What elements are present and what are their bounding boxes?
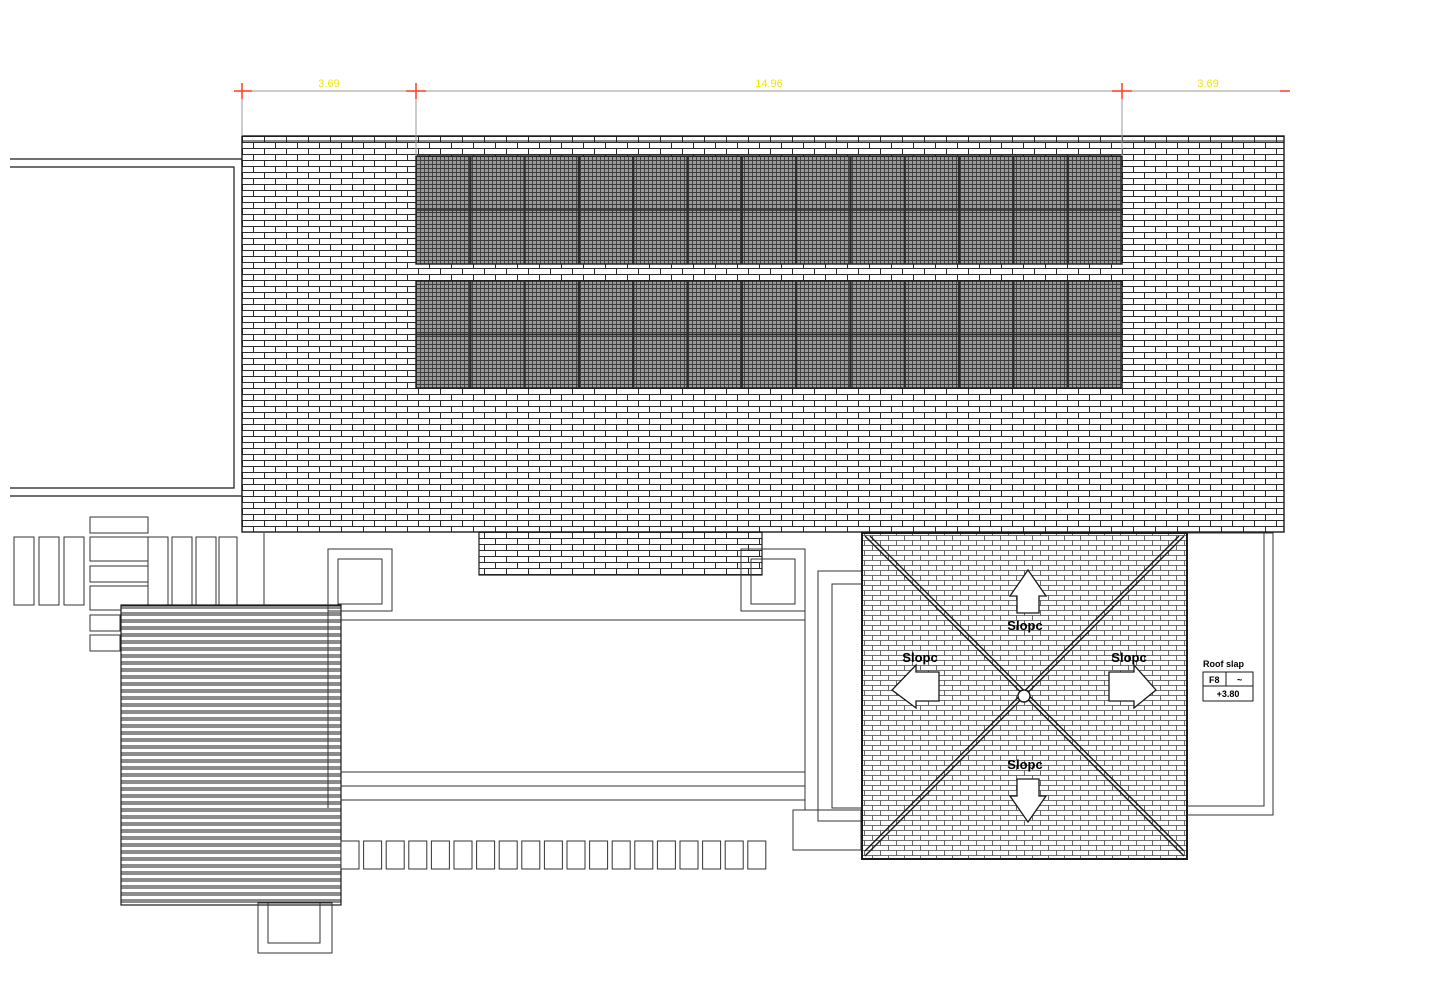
paving-block xyxy=(702,840,722,870)
slope-arrow-up-icon xyxy=(1008,568,1048,614)
paving-block xyxy=(476,840,496,870)
paving-block xyxy=(543,840,563,870)
staircase xyxy=(120,604,342,906)
dimension-label-middle: 14.96 xyxy=(755,78,783,90)
paving-block xyxy=(430,840,450,870)
paving-block xyxy=(747,840,767,870)
left-building xyxy=(10,158,243,497)
paving-block xyxy=(521,840,541,870)
paving-block xyxy=(408,840,428,870)
dimension-label-right: 3.69 xyxy=(1197,78,1218,90)
paving-block xyxy=(498,840,518,870)
paving-block xyxy=(340,840,360,870)
dimension-marker-mid-left xyxy=(406,83,426,99)
paving-block xyxy=(724,840,744,870)
dimension-markers xyxy=(234,83,1290,99)
slope-label-right: Slopc xyxy=(1111,650,1146,665)
dimension-marker-mid-right xyxy=(1112,83,1132,99)
paving-blocks-left xyxy=(13,516,238,652)
slope-label-top: Slopc xyxy=(1007,618,1042,633)
roof-tag-elevation: +3.80 xyxy=(1217,689,1240,699)
slope-arrow-left-icon xyxy=(891,663,940,710)
roof-tag-mark: ~ xyxy=(1237,675,1242,685)
hip-roof: Slopc Slopc Slopc Slopc xyxy=(861,532,1188,860)
roof-tag-title: Roof slap xyxy=(1203,659,1245,669)
paving-block xyxy=(634,840,654,870)
slope-label-bottom: Slopc xyxy=(1007,757,1042,772)
roof-level-tag: Roof slap F8 ~ +3.80 xyxy=(1202,659,1254,702)
courtyard-outlines xyxy=(257,532,1274,954)
paving-block xyxy=(679,840,699,870)
paving-block xyxy=(589,840,609,870)
slope-arrow-down-icon xyxy=(1008,778,1048,824)
dimension-label-left: 3.69 xyxy=(318,78,339,90)
paving-blocks-bottom xyxy=(340,840,767,870)
roof-tag-code: F8 xyxy=(1209,675,1220,685)
paving-block xyxy=(611,840,631,870)
dimension-line: 3.69 14.96 3.69 xyxy=(234,78,1290,156)
dimension-marker-left xyxy=(234,83,252,99)
roof-projection xyxy=(478,531,763,576)
slope-arrow-right-icon xyxy=(1108,663,1157,710)
paving-block xyxy=(363,840,383,870)
paving-block xyxy=(656,840,676,870)
solar-panel-array xyxy=(415,155,1123,389)
paving-block xyxy=(453,840,473,870)
paving-block xyxy=(566,840,586,870)
paving-block xyxy=(385,840,405,870)
slope-label-left: Slopc xyxy=(902,650,937,665)
